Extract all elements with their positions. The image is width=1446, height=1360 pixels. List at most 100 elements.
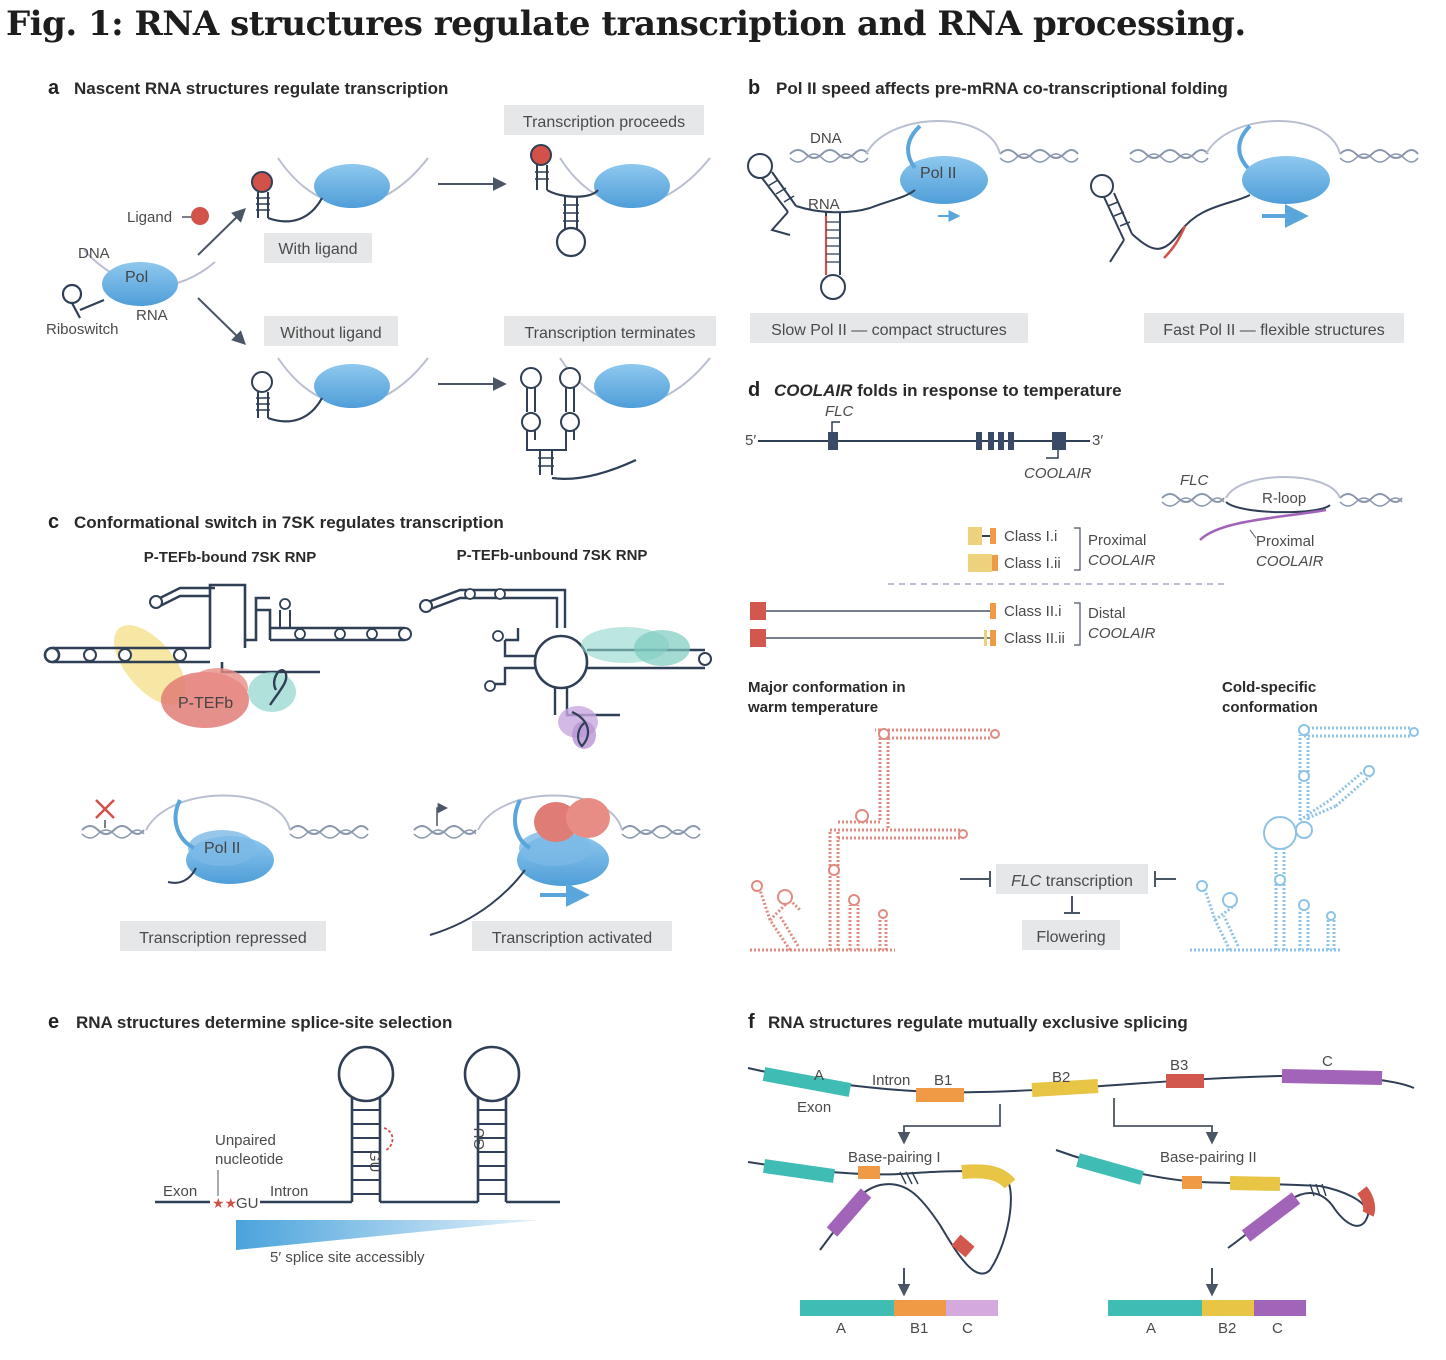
dna-label-b: DNA	[810, 130, 842, 147]
panel-d-letter: d	[748, 379, 760, 401]
dna-label: DNA	[78, 245, 110, 262]
flowering-box	[1022, 920, 1120, 950]
rloop-coolair-label: COOLAIR	[1256, 553, 1324, 570]
exon-label-e: Exon	[163, 1183, 197, 1200]
warm-conformation-label-2: warm temperature	[747, 699, 878, 716]
rloop-label: R-loop	[1262, 490, 1306, 507]
cold-rna-loops	[1196, 724, 1419, 921]
product-2-c-label: C	[1272, 1320, 1283, 1337]
class-1i-label: Class I.i	[1004, 528, 1057, 545]
panel-a: a Nascent RNA structures regulate transc…	[46, 77, 716, 480]
panel-e-heading: RNA structures determine splice-site sel…	[76, 1013, 452, 1032]
product-1-b1-label: B1	[910, 1320, 928, 1337]
without-ligand-box	[264, 316, 398, 346]
ligand-molecule	[191, 207, 209, 225]
transcription-terminates-text: Transcription terminates	[524, 325, 695, 342]
panel-c-heading: Conformational switch in 7SK regulates t…	[74, 513, 504, 532]
rloop-proximal-label: Proximal	[1256, 533, 1314, 550]
exon-a-label: A	[814, 1067, 824, 1084]
fast-pol-box	[1144, 313, 1404, 343]
panel-f-letter: f	[748, 1011, 755, 1033]
cold-conformation-label-2: conformation	[1222, 699, 1318, 716]
pol-enzyme	[102, 262, 178, 306]
panel-f: f RNA structures regulate mutually exclu…	[747, 1011, 1415, 1337]
rna-label: RNA	[136, 307, 168, 324]
transcription-repressed-text: Transcription repressed	[139, 930, 306, 947]
exon-label-f: Exon	[797, 1099, 831, 1116]
panel-d: d COOLAIR folds in response to temperatu…	[745, 379, 1419, 952]
panel-b-heading: Pol II speed affects pre-mRNA co-transcr…	[776, 79, 1228, 98]
without-ligand-text: Without ligand	[280, 325, 381, 342]
riboswitch-label: Riboswitch	[46, 321, 119, 338]
slow-pol-text: Slow Pol II — compact structures	[771, 322, 1007, 339]
ptefb-bound-label: P-TEFb-bound 7SK RNP	[144, 549, 317, 566]
pol2-label-slow: Pol II	[920, 165, 956, 182]
exon-b2-label: B2	[1052, 1069, 1070, 1086]
flc-transcription-text: FLC transcription	[1011, 873, 1133, 890]
transcription-repressed-box	[120, 921, 326, 951]
cold-conformation-label-1: Cold-specific	[1222, 679, 1316, 696]
class-2ii-label: Class II.ii	[1004, 630, 1065, 647]
distal-coolair-label: COOLAIR	[1088, 625, 1156, 642]
panel-f-heading: RNA structures regulate mutually exclusi…	[768, 1013, 1188, 1032]
transcription-terminates-box	[504, 316, 716, 346]
ligand-label: Ligand	[127, 209, 172, 226]
with-ligand-box	[264, 233, 372, 263]
panel-e-letter: e	[48, 1011, 59, 1033]
fast-pol-text: Fast Pol II — flexible structures	[1163, 322, 1384, 339]
proximal-coolair-label: COOLAIR	[1088, 552, 1156, 569]
gu-stem-label-2: GU	[471, 1128, 488, 1151]
rna-label-b: RNA	[808, 196, 840, 213]
gu-label-e: GU	[236, 1195, 259, 1212]
cold-rna-structure	[1190, 726, 1410, 952]
flc-gene-label: FLC	[825, 403, 854, 420]
transcription-proceeds-text: Transcription proceeds	[523, 114, 685, 131]
transcription-activated-box	[472, 921, 672, 951]
panel-d-heading: COOLAIR folds in response to temperature	[774, 381, 1122, 400]
intron-label-f: Intron	[872, 1072, 910, 1089]
product-2-b2-label: B2	[1218, 1320, 1236, 1337]
distal-label: Distal	[1088, 605, 1126, 622]
base-pairing-2-label: Base-pairing II	[1160, 1149, 1257, 1166]
product-2-a-label: A	[1146, 1320, 1156, 1337]
five-prime-label: 5′	[745, 432, 756, 449]
panel-b-letter: b	[748, 77, 760, 99]
proximal-label: Proximal	[1088, 532, 1146, 549]
flc-rloop-label: FLC	[1180, 472, 1209, 489]
panel-a-letter: a	[48, 77, 60, 99]
gu-stem-label-1: GU	[366, 1150, 383, 1173]
pol2-label-repressed: Pol II	[204, 840, 240, 857]
class-1ii-label: Class I.ii	[1004, 555, 1061, 572]
coolair-gene-label: COOLAIR	[1024, 465, 1092, 482]
unpaired-label-2: nucleotide	[215, 1151, 283, 1168]
pol-label: Pol	[125, 269, 148, 286]
exon-c-label: C	[1322, 1053, 1333, 1070]
warm-rna-structure	[750, 728, 990, 952]
exon-b1-label: B1	[934, 1072, 952, 1089]
transcription-activated-text: Transcription activated	[492, 930, 652, 947]
exon-b3-label: B3	[1170, 1057, 1188, 1074]
intron-label-e: Intron	[270, 1183, 308, 1200]
flowering-text: Flowering	[1036, 929, 1105, 946]
panel-c: c Conformational switch in 7SK regulates…	[43, 511, 712, 951]
ptefb-unbound-label: P-TEFb-unbound 7SK RNP	[457, 547, 648, 564]
class-2i-label: Class II.i	[1004, 603, 1062, 620]
three-prime-label: 3′	[1092, 432, 1103, 449]
with-ligand-text: With ligand	[278, 241, 357, 258]
panel-e: e RNA structures determine splice-site s…	[48, 1011, 560, 1266]
ptefb-label: P-TEFb	[178, 695, 233, 712]
panel-a-heading: Nascent RNA structures regulate transcri…	[74, 79, 448, 98]
base-pairing-1-label: Base-pairing I	[848, 1149, 941, 1166]
accessibility-label: 5′ splice site accessibly	[270, 1249, 425, 1266]
unpaired-stars: ★★	[212, 1196, 237, 1212]
warm-rna-loops	[751, 728, 1000, 919]
product-1-c-label: C	[962, 1320, 973, 1337]
slow-pol-box	[750, 313, 1028, 343]
unpaired-label-1: Unpaired	[215, 1132, 276, 1149]
warm-conformation-label-1: Major conformation in	[748, 679, 906, 696]
flc-transcription-box	[996, 864, 1148, 894]
panel-b: b Pol II speed affects pre-mRNA co-trans…	[747, 77, 1419, 343]
transcription-proceeds-box	[504, 105, 704, 135]
panel-c-letter: c	[48, 511, 59, 533]
product-1-a-label: A	[836, 1320, 846, 1337]
